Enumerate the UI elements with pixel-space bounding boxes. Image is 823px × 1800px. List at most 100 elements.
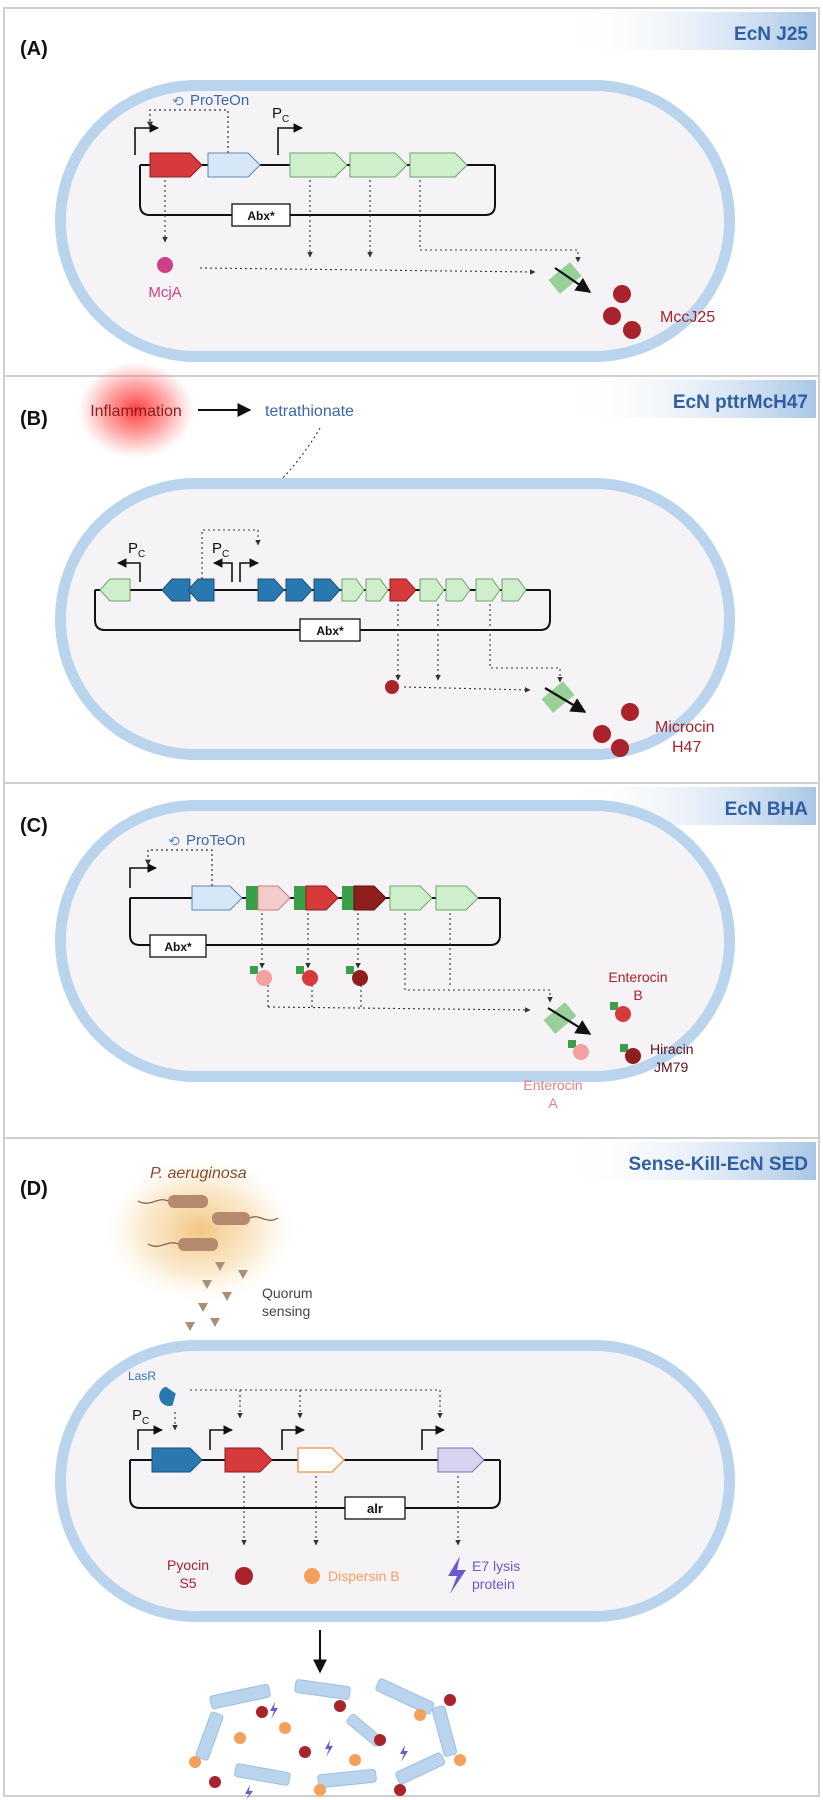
promoter-c bbox=[129, 863, 157, 888]
promoter-d-label: PC bbox=[132, 1407, 149, 1427]
gene-ttra bbox=[313, 578, 341, 602]
tetrathionate-label: tetrathionate bbox=[265, 403, 354, 420]
gene-b-g6 bbox=[501, 578, 527, 602]
panel-c: EcN BHA (C) ⟲ ProTeOn Abx* bbox=[3, 782, 820, 1139]
transport-a bbox=[199, 267, 536, 275]
promoter-a1 bbox=[134, 123, 159, 155]
promoter-b-left bbox=[117, 558, 141, 582]
abx-box-c bbox=[149, 934, 207, 958]
gene-proteon-c bbox=[191, 885, 243, 911]
expr-a-d bbox=[419, 180, 581, 263]
pseudomonas-cells bbox=[137, 1195, 279, 1251]
gene-b-g2 bbox=[365, 578, 389, 602]
gene-ttrc bbox=[285, 578, 313, 602]
gene-b-g4 bbox=[445, 578, 471, 602]
proteon-a-icon: ⟲ bbox=[172, 93, 184, 109]
panel-c-title: EcN BHA bbox=[725, 799, 809, 820]
gene-lasr bbox=[151, 1447, 203, 1473]
lasr-control bbox=[190, 1389, 443, 1419]
mch47-label-1: Microcin bbox=[655, 719, 715, 736]
enta-label-2: A bbox=[548, 1095, 558, 1111]
lysis-label-1: E7 lysis bbox=[472, 1558, 520, 1574]
entb-out bbox=[615, 1006, 631, 1022]
panel-a-header-bar bbox=[560, 12, 816, 50]
sp-b-in bbox=[296, 966, 304, 974]
cell-d-cytoplasm bbox=[66, 1351, 724, 1611]
panel-d-header-bar bbox=[560, 1142, 816, 1180]
gene-mcjd bbox=[409, 152, 468, 178]
gene-c-g1 bbox=[389, 885, 433, 911]
gene-mcjb bbox=[289, 152, 348, 178]
sp-a-in bbox=[250, 966, 258, 974]
gene-mcjc bbox=[349, 152, 408, 178]
pathogen-glow bbox=[105, 1158, 295, 1302]
alr-label: alr bbox=[367, 1501, 383, 1516]
released-dispersin bbox=[189, 1709, 466, 1796]
inflammation-label: Inflammation bbox=[90, 403, 182, 420]
mch47-1 bbox=[621, 703, 639, 721]
gene-lysis bbox=[437, 1447, 485, 1473]
mccj25-1 bbox=[613, 285, 631, 303]
mch47-3 bbox=[611, 739, 629, 757]
gene-proteon-a bbox=[207, 152, 261, 178]
abx-label-b: Abx* bbox=[316, 624, 344, 638]
dispersin-label: Dispersin B bbox=[328, 1568, 400, 1584]
proteon-a-label: ProTeOn bbox=[190, 92, 249, 109]
mccj25-label: MccJ25 bbox=[660, 309, 715, 326]
pyocin-label-2: S5 bbox=[179, 1575, 196, 1591]
pyocin-label-1: Pyocin bbox=[167, 1557, 209, 1573]
transport-b bbox=[403, 686, 531, 693]
gene-sp-3 bbox=[342, 886, 354, 910]
hir-label-2: JM79 bbox=[654, 1059, 688, 1075]
panel-b-letter: (B) bbox=[20, 408, 48, 430]
gene-sp-1 bbox=[246, 886, 258, 910]
mcja-peptide bbox=[157, 257, 173, 273]
gene-b-g5 bbox=[475, 578, 501, 602]
exporter-a bbox=[548, 262, 582, 294]
entb-label-1: Enterocin bbox=[608, 969, 667, 985]
abx-box-a bbox=[231, 203, 291, 227]
export-arrow-c bbox=[547, 1007, 592, 1035]
gene-dispersin bbox=[297, 1447, 346, 1473]
promoter-b-ttrb bbox=[239, 558, 259, 582]
promoter-b-mid-label: PC bbox=[212, 540, 229, 560]
cell-c-cytoplasm bbox=[66, 811, 724, 1071]
released-pyocin bbox=[209, 1694, 456, 1796]
hir-label-1: Hiracin bbox=[650, 1041, 694, 1057]
mcha-peptide bbox=[385, 680, 399, 694]
gene-sp-2 bbox=[294, 886, 306, 910]
exporter-c bbox=[543, 1002, 577, 1034]
gene-ttrr bbox=[187, 578, 215, 602]
gene-b-g3 bbox=[419, 578, 445, 602]
promoter-pc-d bbox=[137, 1425, 163, 1450]
alr-box bbox=[344, 1496, 406, 1520]
gene-c-g2 bbox=[435, 885, 479, 911]
promoter-d-4 bbox=[421, 1425, 445, 1450]
proteon-c-label: ProTeOn bbox=[186, 832, 245, 849]
lasr-icon bbox=[159, 1386, 176, 1406]
mccj25-2 bbox=[603, 307, 621, 325]
panel-d: Sense-Kill-EcN SED (D) P. aeruginosa Quo… bbox=[3, 1137, 820, 1800]
hir-out bbox=[625, 1048, 641, 1064]
gene-b-g1 bbox=[341, 578, 365, 602]
lysis-label-2: protein bbox=[472, 1576, 515, 1592]
expr-b-g5 bbox=[489, 604, 563, 683]
promoter-b-left-label: PC bbox=[128, 540, 145, 560]
abx-label-a: Abx* bbox=[247, 209, 275, 223]
proteon-c-icon: ⟲ bbox=[168, 833, 180, 849]
mccj25-3 bbox=[623, 321, 641, 339]
gene-ttrs bbox=[161, 578, 191, 602]
sp-b-out bbox=[610, 1002, 618, 1010]
panel-a-title: EcN J25 bbox=[734, 24, 808, 45]
plasmid-d bbox=[129, 1460, 501, 1509]
gene-hirjm79 bbox=[353, 885, 387, 911]
plasmid-c bbox=[129, 898, 501, 946]
panel-d-letter: (D) bbox=[20, 1178, 48, 1200]
enta-out bbox=[573, 1044, 589, 1060]
lasr-label: LasR bbox=[128, 1369, 156, 1383]
panel-a-letter: (A) bbox=[20, 38, 48, 60]
panel-d-title: Sense-Kill-EcN SED bbox=[629, 1154, 809, 1175]
entb-in bbox=[302, 970, 318, 986]
mch47-2 bbox=[593, 725, 611, 743]
gene-mcja bbox=[149, 152, 203, 178]
